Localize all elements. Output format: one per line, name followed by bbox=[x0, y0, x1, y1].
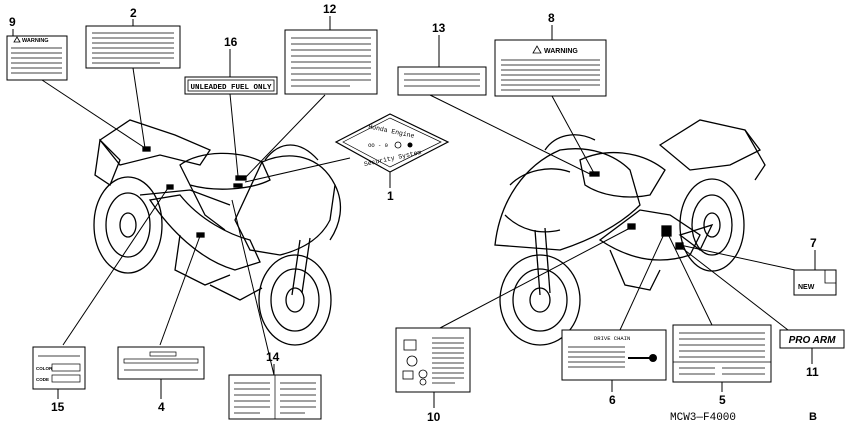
callout-8: 8 bbox=[548, 11, 555, 25]
callout-4: 4 bbox=[158, 400, 165, 414]
label-1-center-text: OO - 0 bbox=[368, 142, 388, 149]
label-12 bbox=[284, 29, 378, 95]
label-6-drive-chain: DRIVE CHAIN bbox=[561, 329, 667, 381]
label-16-unleaded-fuel: UNLEADED FUEL ONLY bbox=[184, 76, 278, 95]
label-14 bbox=[228, 374, 322, 420]
callout-9: 9 bbox=[9, 15, 16, 29]
callout-16: 16 bbox=[224, 35, 238, 49]
callout-13: 13 bbox=[432, 21, 446, 35]
label-5 bbox=[672, 324, 772, 383]
leader-lines bbox=[41, 67, 796, 376]
label-6-drive-chain-text: DRIVE CHAIN bbox=[594, 335, 630, 342]
label-8-warning-text: WARNING bbox=[544, 48, 578, 55]
label-7-new-text: NEW bbox=[798, 284, 815, 291]
callout-1: 1 bbox=[387, 189, 394, 203]
callout-11: 11 bbox=[806, 365, 819, 379]
key-icon bbox=[394, 141, 402, 149]
callout-10: 10 bbox=[427, 410, 441, 424]
callout-6: 6 bbox=[609, 393, 616, 407]
label-7-new: NEW bbox=[793, 269, 837, 296]
label-15-color-text: COLOR bbox=[36, 366, 53, 371]
label-11-pro-arm-text: PRO ARM bbox=[789, 335, 837, 346]
label-9-warning-small: WARNING bbox=[6, 35, 68, 81]
callout-5: 5 bbox=[719, 393, 726, 407]
label-11-pro-arm: PRO ARM bbox=[779, 329, 845, 349]
label-13 bbox=[397, 66, 487, 96]
callout-7: 7 bbox=[810, 236, 817, 250]
label-15-color-code: COLOR CODE bbox=[32, 346, 86, 390]
figure-code-suffix: B bbox=[809, 411, 817, 423]
label-8-warning-large: WARNING bbox=[494, 39, 607, 97]
label-10 bbox=[395, 327, 471, 393]
motorcycle-left-view bbox=[93, 119, 342, 346]
callout-14: 14 bbox=[266, 350, 280, 364]
motorcycle-right-view bbox=[494, 119, 766, 346]
figure-code: MCW3—F4000 bbox=[670, 412, 736, 424]
label-1-security-emblem: Honda Engine OO - 0 Security System bbox=[334, 113, 450, 173]
label-16-fuel-text: UNLEADED FUEL ONLY bbox=[190, 84, 272, 92]
label-9-warning-text: WARNING bbox=[22, 38, 49, 44]
callout-15: 15 bbox=[51, 400, 65, 414]
callout-12: 12 bbox=[323, 2, 337, 16]
callout-2: 2 bbox=[130, 6, 137, 20]
label-4 bbox=[117, 346, 205, 380]
label-2 bbox=[85, 25, 181, 69]
label-15-code-text: CODE bbox=[36, 377, 49, 382]
